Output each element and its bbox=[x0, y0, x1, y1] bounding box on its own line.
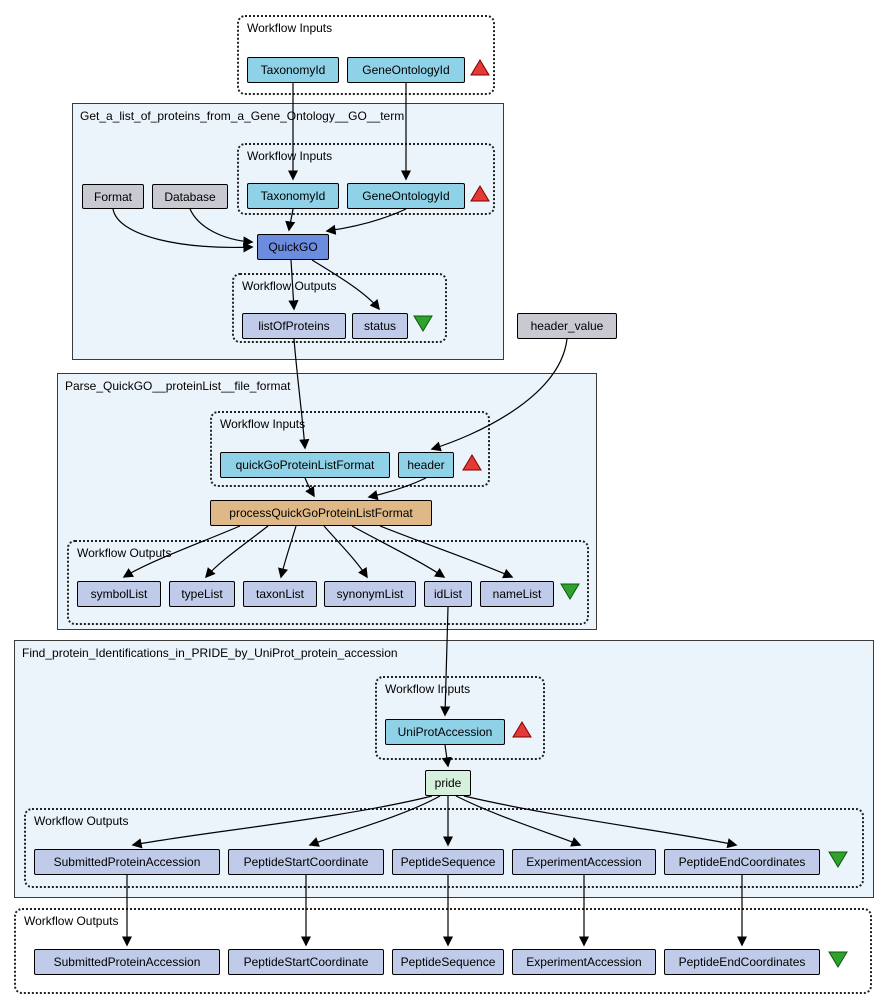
node-taxonomyid-top[interactable]: TaxonomyId bbox=[247, 57, 339, 83]
node-submittedproteinaccession-bottom[interactable]: SubmittedProteinAccession bbox=[34, 949, 220, 975]
node-experimentaccession-inner[interactable]: ExperimentAccession bbox=[512, 849, 656, 875]
parse-inputs-title: Workflow Inputs bbox=[220, 417, 306, 431]
node-submittedproteinaccession-inner[interactable]: SubmittedProteinAccession bbox=[34, 849, 220, 875]
quickgo-outputs-title: Workflow Outputs bbox=[242, 279, 337, 293]
node-taxonomyid-inner[interactable]: TaxonomyId bbox=[247, 183, 339, 209]
node-status[interactable]: status bbox=[352, 313, 408, 339]
node-listofproteins[interactable]: listOfProteins bbox=[242, 313, 346, 339]
node-peptidesequence-bottom[interactable]: PeptideSequence bbox=[392, 949, 504, 975]
group-pride-title: Find_protein_Identifications_in_PRIDE_by… bbox=[22, 646, 398, 660]
top-inputs-title: Workflow Inputs bbox=[247, 21, 333, 35]
output-marker-icon bbox=[413, 315, 433, 332]
node-peptidestartcoordinate-inner[interactable]: PeptideStartCoordinate bbox=[228, 849, 384, 875]
bottom-outputs-title: Workflow Outputs bbox=[24, 914, 119, 928]
quickgo-inputs-title: Workflow Inputs bbox=[247, 149, 333, 163]
pride-outputs-title: Workflow Outputs bbox=[34, 814, 129, 828]
group-parse-title: Parse_QuickGO__proteinList__file_format bbox=[65, 379, 291, 393]
node-synonymlist[interactable]: synonymList bbox=[324, 581, 416, 607]
output-marker-icon bbox=[560, 583, 580, 600]
node-format[interactable]: Format bbox=[82, 184, 144, 209]
output-marker-icon bbox=[828, 951, 848, 968]
bottom-workflow-outputs-cluster bbox=[14, 908, 872, 994]
node-pride-service[interactable]: pride bbox=[425, 770, 471, 796]
input-marker-icon bbox=[512, 721, 532, 738]
node-quickgoproteinlistformat[interactable]: quickGoProteinListFormat bbox=[220, 452, 390, 478]
pride-workflow-inputs-cluster bbox=[375, 676, 545, 760]
node-quickgo-service[interactable]: QuickGO bbox=[257, 234, 329, 260]
node-typelist[interactable]: typeList bbox=[169, 581, 235, 607]
node-peptidesequence-inner[interactable]: PeptideSequence bbox=[392, 849, 504, 875]
input-marker-icon bbox=[462, 454, 482, 471]
node-idlist[interactable]: idList bbox=[424, 581, 472, 607]
node-peptideendcoordinates-bottom[interactable]: PeptideEndCoordinates bbox=[664, 949, 820, 975]
node-database[interactable]: Database bbox=[152, 184, 228, 209]
node-processquickgoproteinlistformat[interactable]: processQuickGoProteinListFormat bbox=[210, 500, 432, 526]
parse-outputs-title: Workflow Outputs bbox=[77, 546, 172, 560]
node-header-value[interactable]: header_value bbox=[517, 313, 617, 339]
group-quickgo-title: Get_a_list_of_proteins_from_a_Gene_Ontol… bbox=[80, 109, 405, 123]
node-experimentaccession-bottom[interactable]: ExperimentAccession bbox=[512, 949, 656, 975]
node-symbollist[interactable]: symbolList bbox=[77, 581, 161, 607]
node-namelist[interactable]: nameList bbox=[480, 581, 554, 607]
node-geneontologyid-inner[interactable]: GeneOntologyId bbox=[347, 183, 465, 209]
top-workflow-inputs-cluster bbox=[237, 15, 495, 95]
input-marker-icon bbox=[470, 185, 490, 202]
node-peptidestartcoordinate-bottom[interactable]: PeptideStartCoordinate bbox=[228, 949, 384, 975]
node-taxonlist[interactable]: taxonList bbox=[243, 581, 317, 607]
input-marker-icon bbox=[470, 59, 490, 76]
output-marker-icon bbox=[828, 851, 848, 868]
node-geneontologyid-top[interactable]: GeneOntologyId bbox=[347, 57, 465, 83]
pride-inputs-title: Workflow Inputs bbox=[385, 682, 471, 696]
node-uniprotaccession[interactable]: UniProtAccession bbox=[385, 719, 505, 745]
node-peptideendcoordinates-inner[interactable]: PeptideEndCoordinates bbox=[664, 849, 820, 875]
node-header[interactable]: header bbox=[398, 452, 454, 478]
pride-workflow-outputs-cluster bbox=[24, 808, 864, 888]
